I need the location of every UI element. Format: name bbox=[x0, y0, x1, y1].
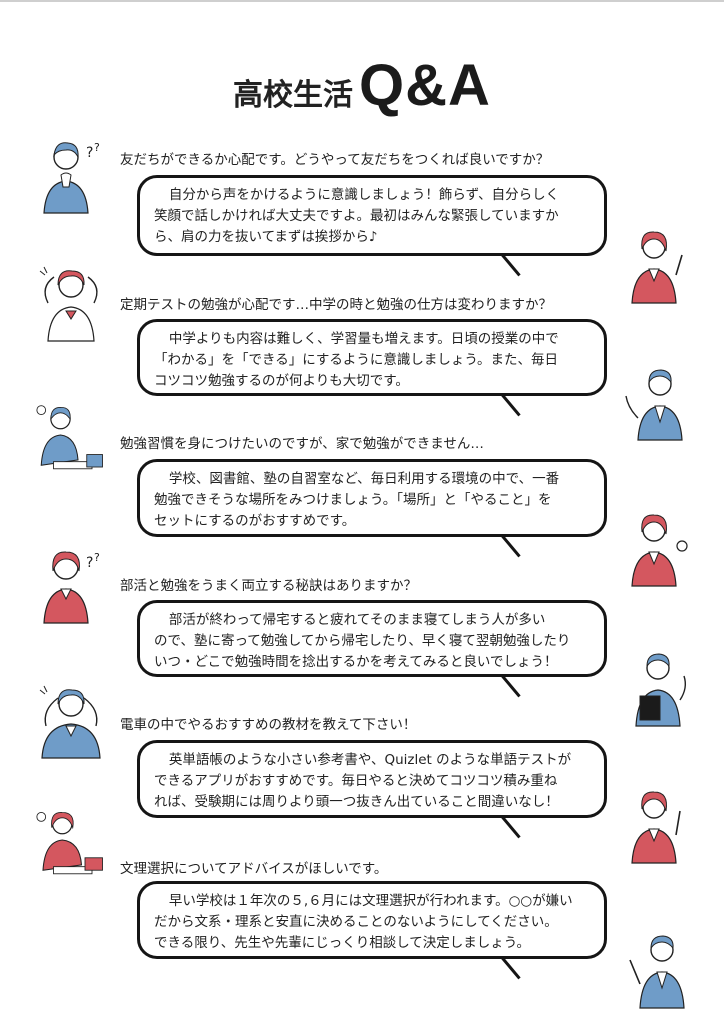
answer-6: 早い学校は１年次の５,６月には文理選択が行われます。○○が嫌い だから文系・理系… bbox=[154, 893, 573, 951]
teacher-pointing-illustration bbox=[622, 225, 692, 305]
bubble-tail-1 bbox=[500, 253, 521, 277]
answer-bubble-1: 自分から声をかけるように意識しましょう！飾らず、自分らしく 笑顔で話しかければ大… bbox=[137, 175, 607, 256]
question-6: 文理選択についてアドバイスがほしいです。 bbox=[120, 861, 388, 877]
title-japanese: 高校生活 bbox=[233, 78, 354, 113]
bubble-tail-3 bbox=[500, 534, 521, 558]
question-3: 勉強習慣を身につけたいのですが、家で勉強ができません… bbox=[120, 436, 484, 452]
question-4: 部活と勉強をうまく両立する秘訣はありますか？ bbox=[120, 578, 417, 594]
student-writing-illustration bbox=[36, 808, 106, 888]
bubble-tail-2 bbox=[500, 393, 521, 417]
svg-text:?: ? bbox=[86, 145, 93, 161]
answer-bubble-2: 中学よりも内容は難しく、学習量も増えます。日頃の授業の中で 「わかる」を「できる… bbox=[137, 319, 607, 396]
title-qa: Q&A bbox=[359, 53, 491, 118]
bubble-tail-5 bbox=[500, 815, 521, 839]
answer-bubble-5: 英単語帳のような小さい参考書や、Quizlet のような単語テストが できるアプ… bbox=[137, 740, 607, 818]
svg-text:?: ? bbox=[94, 551, 100, 564]
teacher-pointing-illustration-2 bbox=[622, 930, 692, 1010]
student-frustrated-illustration bbox=[36, 680, 106, 760]
answer-4: 部活が終わって帰宅すると疲れてそのまま寝てしまう人が多い ので、塾に寄って勉強し… bbox=[154, 612, 571, 670]
svg-text:?: ? bbox=[86, 555, 93, 571]
answer-bubble-6: 早い学校は１年次の５,６月には文理選択が行われます。○○が嫌い だから文系・理系… bbox=[137, 881, 607, 959]
question-2: 定期テストの勉強が心配です…中学の時と勉強の仕方は変わりますか？ bbox=[120, 297, 552, 313]
bubble-tail-4 bbox=[500, 674, 521, 698]
question-5: 電車の中でやるおすすめの教材を教えて下さい！ bbox=[120, 717, 417, 733]
answer-bubble-4: 部活が終わって帰宅すると疲れてそのまま寝てしまう人が多い ので、塾に寄って勉強し… bbox=[137, 600, 607, 677]
answer-bubble-3: 学校、図書館、塾の自習室など、毎日利用する環境の中で、一番 勉強できそうな場所を… bbox=[137, 459, 607, 537]
teacher-gesturing-illustration bbox=[622, 362, 692, 442]
answer-3: 学校、図書館、塾の自習室など、毎日利用する環境の中で、一番 勉強できそうな場所を… bbox=[154, 471, 560, 529]
student-studying-illustration bbox=[36, 403, 106, 483]
student-worried-illustration: ? ? bbox=[36, 135, 106, 215]
bubble-tail-6 bbox=[500, 956, 521, 980]
answer-2: 中学よりも内容は難しく、学習量も増えます。日頃の授業の中で 「わかる」を「できる… bbox=[154, 331, 559, 389]
student-thinking-illustration: ? ? bbox=[36, 545, 106, 625]
answer-5: 英単語帳のような小さい参考書や、Quizlet のような単語テストが できるアプ… bbox=[154, 752, 572, 810]
answer-1: 自分から声をかけるように意識しましょう！飾らず、自分らしく 笑顔で話しかければ大… bbox=[154, 187, 560, 245]
question-1: 友だちができるか心配です。どうやって友だちをつくれば良いですか？ bbox=[120, 152, 550, 168]
teacher-pointing-up-illustration bbox=[622, 785, 692, 865]
svg-text:?: ? bbox=[94, 141, 100, 154]
teacher-holding-book-illustration bbox=[622, 648, 692, 728]
teacher-ok-sign-illustration bbox=[622, 508, 692, 588]
top-border bbox=[0, 0, 724, 2]
student-stressed-illustration bbox=[36, 263, 106, 343]
